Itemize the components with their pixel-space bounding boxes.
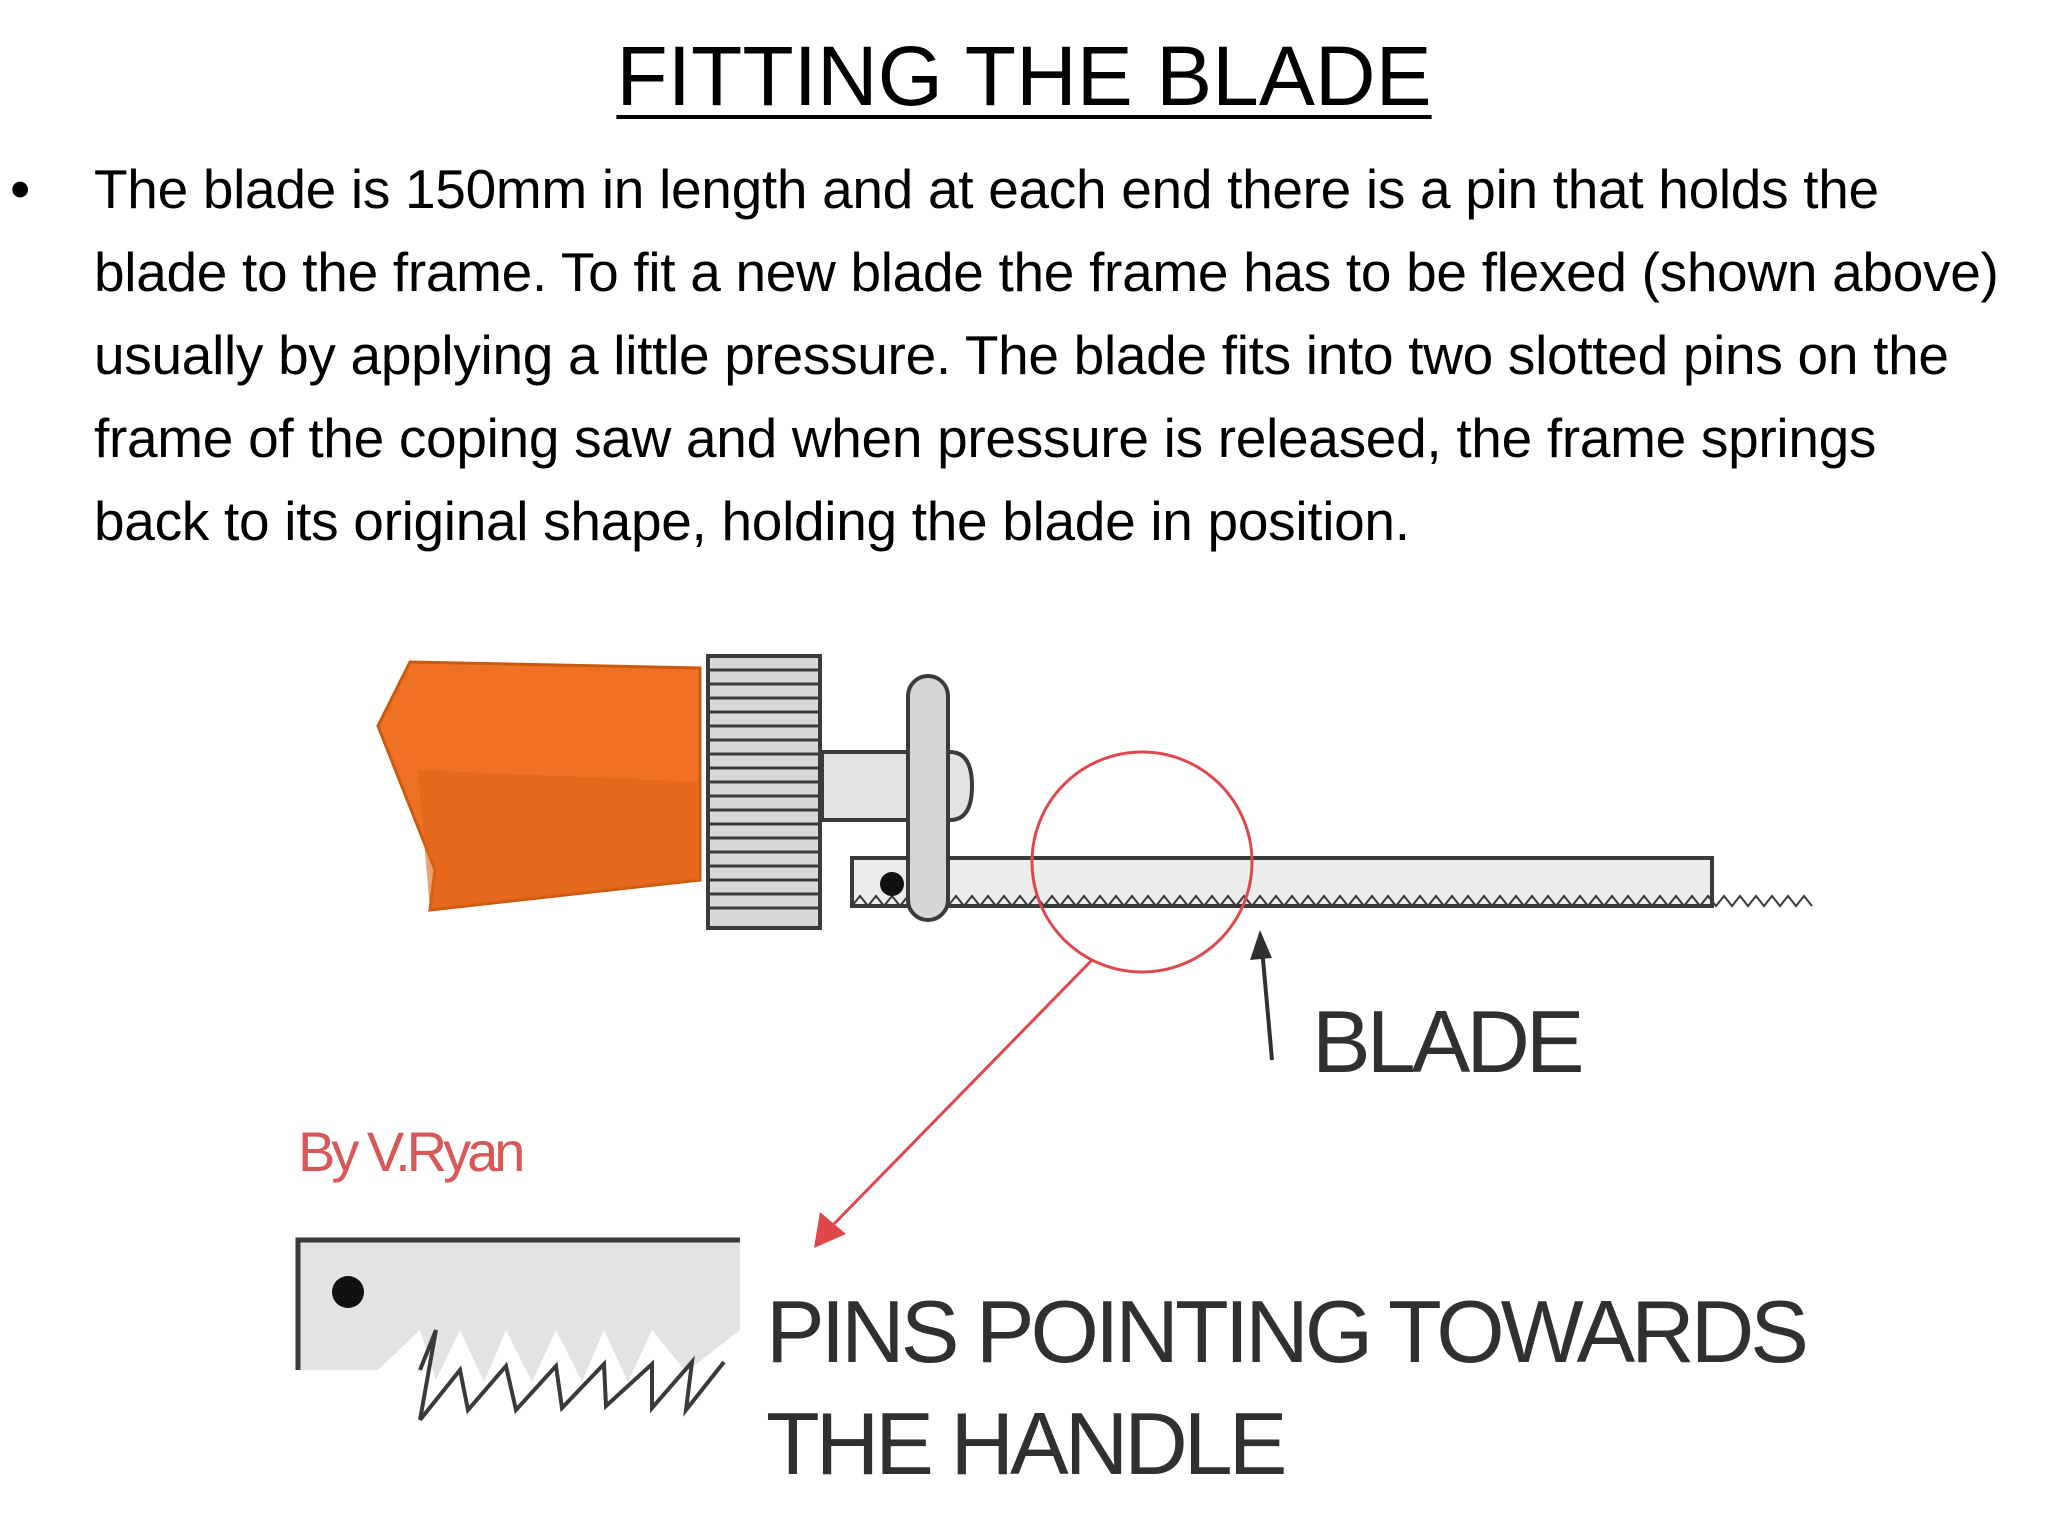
blade-pointer-arrow	[1250, 930, 1274, 1061]
blade-label: BLADE	[1312, 992, 1585, 1091]
pins-label-line2: THE HANDLE	[766, 1394, 1287, 1493]
handle-ferrule	[706, 654, 822, 930]
detail-callout	[814, 750, 1254, 1248]
pins-label-line1: PINS POINTING TOWARDS	[766, 1282, 1809, 1381]
enlarged-blade-end	[295, 1237, 740, 1422]
bullet-text: The blade is 150mm in length and at each…	[94, 158, 1999, 552]
saw-handle	[376, 660, 702, 912]
saw-blade	[850, 856, 1813, 908]
slotted-pin	[906, 674, 950, 922]
slide-title-text: FITTING THE BLADE	[616, 29, 1432, 123]
bullet-marker: •	[10, 157, 31, 222]
slide-title: FITTING THE BLADE	[0, 26, 2048, 126]
author-credit: By V.Ryan	[298, 1120, 525, 1183]
pins-direction-label: PINS POINTING TOWARDS THE HANDLE	[766, 1276, 1809, 1500]
